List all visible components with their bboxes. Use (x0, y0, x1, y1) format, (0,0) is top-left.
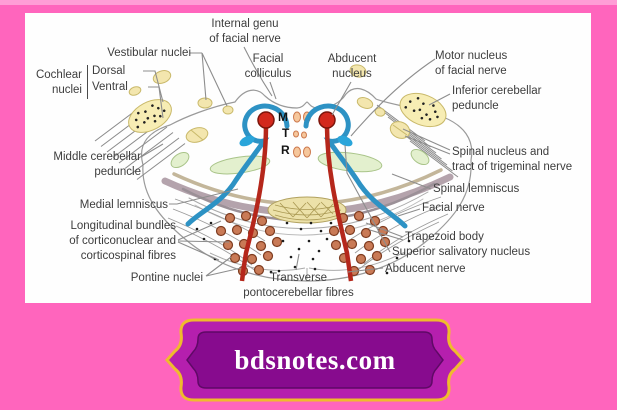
pons-outline (141, 87, 473, 282)
label-line: Vestibular nuclei (107, 47, 191, 59)
label-abducent-nucleus: Abducent nucleus (319, 52, 385, 82)
cochlear-bracket-line (87, 65, 88, 99)
middle-cerebellar-peduncle-hatch (94, 104, 186, 180)
label-vestibular-nuclei: Vestibular nuclei (83, 46, 191, 61)
label-line: tract of trigeminal nerve (452, 161, 573, 173)
midline-letter-r: R (281, 143, 290, 157)
label-line: pontocerebellar fibres (243, 287, 354, 299)
scattered-dots (195, 221, 411, 275)
label-line: Facial nerve (422, 202, 485, 214)
label-line: Middle cerebellar (53, 151, 141, 163)
label-internal-genu-of-facial-nerve: Internal genu of facial nerve (183, 17, 307, 47)
label-line: Spinal lemniscus (433, 183, 520, 195)
label-line: Ventral (92, 81, 128, 93)
label-facial-colliculus: Facial colliculus (235, 52, 301, 82)
label-medial-lemniscus: Medial lemniscus (55, 198, 168, 213)
label-line: of facial nerve (209, 33, 281, 45)
midline-letter-t: T (282, 126, 290, 140)
label-ventral: Ventral (92, 80, 128, 95)
label-spinal-lemniscus: Spinal lemniscus (433, 182, 519, 197)
label-line: nucleus (332, 68, 372, 80)
label-line: Superior salivatory nucleus (392, 246, 531, 258)
leader-lines (140, 46, 451, 277)
pons-cross-section-drawing (94, 46, 473, 282)
label-line: Longitudinal bundles (70, 220, 176, 232)
label-line: Dorsal (92, 65, 126, 77)
cream-nuclei-ovals (128, 64, 411, 143)
badge-inner-panel (186, 331, 444, 389)
label-line: Motor nucleus (435, 50, 508, 62)
label-line: colliculus (244, 68, 292, 80)
badge-site-name: bdsnotes.com (234, 344, 396, 375)
label-trapezoid-body: Trapezoid body (405, 230, 484, 245)
label-line: Pontine nuclei (130, 272, 203, 284)
label-line: nuclei (51, 84, 82, 96)
label-superior-salivatory-nucleus: Superior salivatory nucleus (392, 245, 530, 260)
badge-ornamental-plaque (164, 318, 466, 402)
label-dorsal: Dorsal (92, 64, 125, 79)
label-line: Trapezoid body (405, 231, 484, 243)
label-line: of facial nerve (435, 65, 507, 77)
label-facial-nerve: Facial nerve (422, 201, 485, 216)
label-cochlear-nuclei: Cochlear nuclei (26, 68, 82, 98)
label-line: Internal genu (211, 18, 279, 30)
label-line: Cochlear (35, 69, 82, 81)
label-line: Facial (252, 53, 284, 65)
abducent-nerve-red-lines (239, 124, 354, 282)
label-line: Transverse (269, 272, 328, 284)
label-transverse-pontocerebellar-fibres: Transverse pontocerebellar fibres (221, 271, 376, 301)
label-line: Medial lemniscus (79, 199, 168, 211)
top-pink-strip (0, 0, 617, 5)
abducent-nucleus-red-circles (257, 111, 336, 129)
label-middle-cerebellar-peduncle: Middle cerebellar peduncle (25, 150, 141, 180)
label-line: peduncle (94, 166, 141, 178)
midline-letter-m: M (278, 110, 288, 124)
label-line: of corticonuclear and (69, 235, 176, 247)
green-areas (170, 148, 430, 175)
label-inferior-cerebellar-peduncle: Inferior cerebellar peduncle (452, 84, 541, 114)
label-line: Spinal nucleus and (452, 146, 550, 158)
label-pontine-nuclei: Pontine nuclei (95, 271, 203, 286)
label-line: Inferior cerebellar (452, 85, 542, 97)
cochlear-nuclei-dotted-oval (128, 99, 172, 133)
label-longitudinal-bundles: Longitudinal bundles of corticonuclear a… (35, 219, 176, 264)
label-line: Abducent nerve (385, 263, 466, 275)
label-spinal-nucleus-and-tract: Spinal nucleus and tract of trigeminal n… (452, 145, 572, 175)
pons-diagram-panel: Internal genu of facial nerve Vestibular… (25, 13, 591, 303)
label-abducent-nerve: Abducent nerve (385, 262, 466, 277)
label-line: peduncle (452, 100, 499, 112)
label-motor-nucleus-of-facial-nerve: Motor nucleus of facial nerve (435, 49, 507, 79)
superior-salivatory-nucleus-blobs (239, 135, 353, 147)
label-line: corticospinal fibres (80, 250, 176, 262)
woven-median-fibres (267, 196, 347, 224)
bdsnotes-badge: bdsnotes.com (160, 314, 470, 406)
label-line: Abducent (327, 53, 377, 65)
